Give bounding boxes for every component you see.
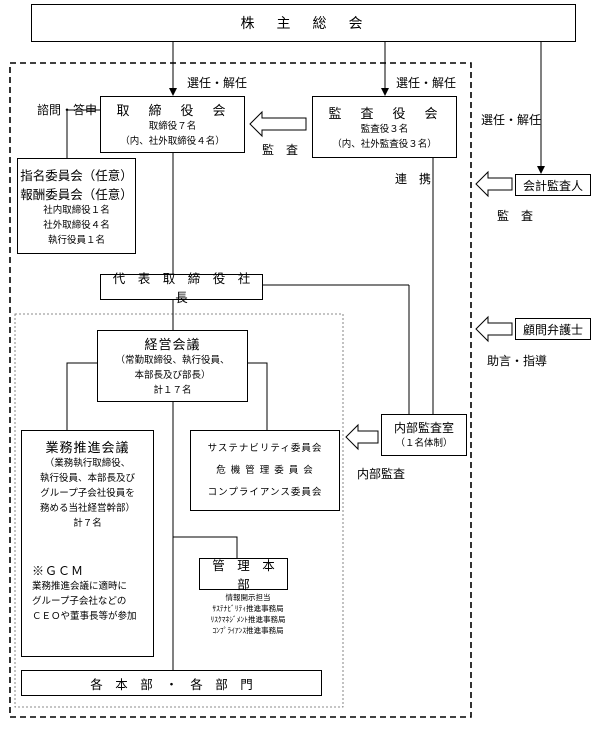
admin-item-4: ｺﾝﾌﾟﾗｲｱﾝｽ推進事務局 <box>212 626 284 635</box>
business-promotion-meeting-box: 業務推進会議 （業務執行取締役、 執行役員、本部長及び グループ子会社役員を 務… <box>21 430 154 657</box>
gcm-line-3: ＣＥＯや董事長等が参加 <box>32 611 137 622</box>
elect-dismiss-accountant-label: 選任・解任 <box>481 113 542 127</box>
audit-board-title: 監 査 役 会 <box>328 106 441 122</box>
board-detail: （内、社外取締役４名） <box>120 136 225 147</box>
admin-headquarters-title: 管 理 本 部 <box>212 558 288 592</box>
execution-dotted-frame <box>14 313 344 708</box>
admin-item-2: ｻｽﾃﾅﾋﾞﾘﾃｨ推進事務局 <box>212 604 284 613</box>
business-promotion-member-2: 執行役員、本部長及び <box>39 473 135 484</box>
internal-audit-office-box: 内部監査室 （１名体制） <box>381 414 467 456</box>
elect-dismiss-audit-label: 選任・解任 <box>396 76 457 90</box>
gcm-title: ※ＧＣＭ <box>32 564 85 578</box>
management-meeting-member-1: （常勤取締役、執行役員、 <box>115 355 230 366</box>
gcm-line-1: 業務推進会議に適時に <box>32 581 128 592</box>
divisions-box: 各 本 部 ・ 各 部 門 <box>21 670 322 696</box>
committee-member-2: 社外取締役４名 <box>43 219 110 231</box>
advice-label: 助言・指導 <box>487 354 548 368</box>
board-title: 取 締 役 会 <box>116 104 229 119</box>
business-promotion-member-4: 務める当社経営幹部） <box>39 503 135 514</box>
compensation-committee-label: 報酬委員会（任意） <box>20 186 133 202</box>
nomination-compensation-committee-box: 指名委員会（任意） 報酬委員会（任意） 社内取締役１名 社外取締役４名 執行役員… <box>17 158 136 254</box>
business-promotion-title: 業務推進会議 <box>45 441 130 456</box>
shareholders-meeting-box: 株 主 総 会 <box>31 4 576 42</box>
accounting-auditor-box: 会計監査人 <box>515 174 591 196</box>
management-meeting-member-3: 計１７名 <box>153 385 192 396</box>
internal-audit-office-title: 内部監査室 <box>393 421 454 435</box>
admin-headquarters-items: 情報開示担当 ｻｽﾃﾅﾋﾞﾘﾃｨ推進事務局 ﾘｽｸﾏﾈｼﾞﾒﾝﾄ推進事務局 ｺﾝ… <box>202 592 294 636</box>
compliance-committee: コンプライアンス委員会 <box>207 486 323 498</box>
sustainability-committee: サステナビリティ委員会 <box>207 442 323 454</box>
committees-group-box: サステナビリティ委員会 危 機 管 理 委 員 会 コンプライアンス委員会 <box>190 430 340 511</box>
audit-board-count: 監査役３名 <box>360 123 409 135</box>
internal-audit-label: 内部監査 <box>357 467 406 481</box>
business-promotion-member-5: 計７名 <box>73 518 102 529</box>
business-promotion-member-3: グループ子会社役員を <box>40 488 135 499</box>
board-count: 取締役７名 <box>148 121 197 132</box>
president-label: 代 表 取 締 役 社 長 <box>112 271 263 305</box>
legal-counsel-box: 顧問弁護士 <box>515 318 591 340</box>
committee-member-3: 執行役員１名 <box>47 234 105 246</box>
audit-board-box: 監 査 役 会 監査役３名 （内、社外監査役３名） <box>312 96 457 158</box>
risk-management-committee: 危 機 管 理 委 員 会 <box>216 464 314 476</box>
legal-counsel-label: 顧問弁護士 <box>522 322 583 337</box>
internal-audit-office-detail: （１名体制） <box>395 438 453 449</box>
audit-arrow-label: 監 査 <box>262 143 299 157</box>
admin-item-1: 情報開示担当 <box>225 593 271 602</box>
gcm-line-2: グループ子会社などの <box>32 596 127 607</box>
management-meeting-member-2: 本部長及び部長） <box>134 370 211 381</box>
divisions-label: 各 本 部 ・ 各 部 門 <box>90 676 253 692</box>
president-box: 代 表 取 締 役 社 長 <box>100 271 263 305</box>
nomination-committee-label: 指名委員会（任意） <box>20 167 133 183</box>
elect-dismiss-board-label: 選任・解任 <box>187 76 248 90</box>
committee-member-1: 社内取締役１名 <box>43 204 110 216</box>
accounting-auditor-label: 会計監査人 <box>522 178 583 193</box>
consult-report-label: 諮問・答申 <box>37 103 98 117</box>
cooperation-label: 連 携 <box>395 172 432 186</box>
admin-item-3: ﾘｽｸﾏﾈｼﾞﾒﾝﾄ推進事務局 <box>210 615 286 624</box>
business-promotion-member-1: （業務執行取締役、 <box>44 458 131 469</box>
company-dashed-frame <box>9 62 472 718</box>
audit-accountant-label: 監 査 <box>497 209 534 223</box>
audit-board-detail: （内、社外監査役３名） <box>332 138 437 150</box>
management-meeting-title: 経営会議 <box>144 338 201 353</box>
shareholders-meeting-label: 株 主 総 会 <box>240 16 367 32</box>
management-meeting-box: 経営会議 （常勤取締役、執行役員、 本部長及び部長） 計１７名 <box>97 330 248 402</box>
admin-headquarters-box: 管 理 本 部 <box>199 558 288 592</box>
board-of-directors-box: 取 締 役 会 取締役７名 （内、社外取締役４名） <box>100 96 245 153</box>
